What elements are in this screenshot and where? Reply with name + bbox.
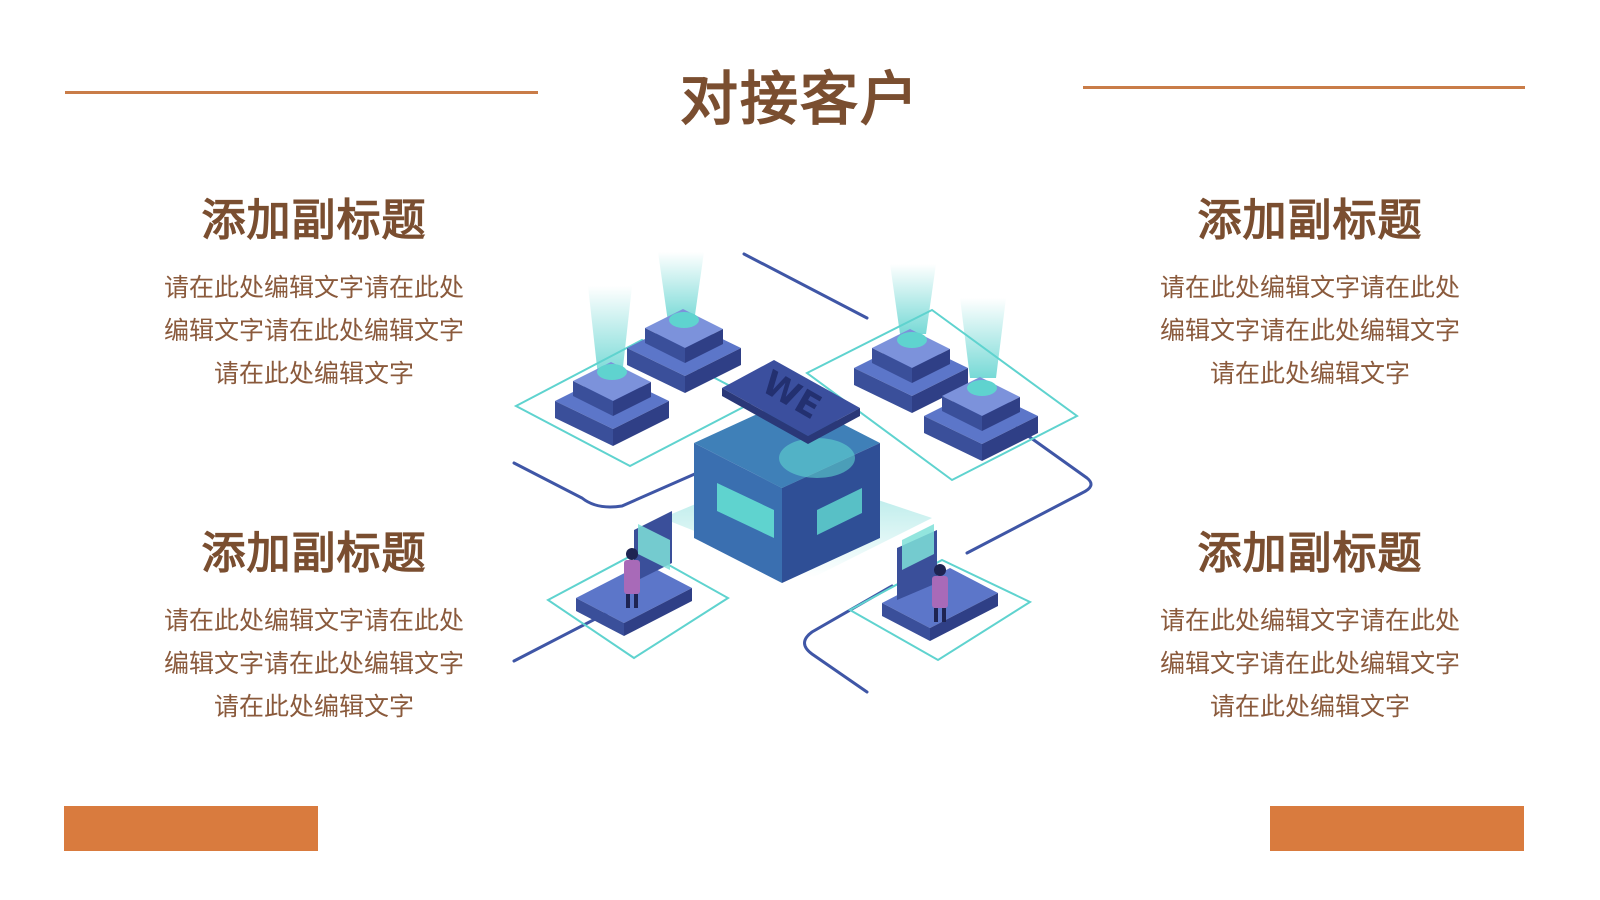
light-beams (588, 252, 1006, 378)
central-hub (694, 398, 880, 583)
body-text-top-left: 请在此处编辑文字请在此处 编辑文字请在此处编辑文字 请在此处编辑文字 (163, 273, 464, 388)
text-block-top-left: 添加副标题 请在此处编辑文字请在此处 编辑文字请在此处编辑文字 请在此处编辑文字 (114, 190, 514, 395)
subtitle-bottom-right: 添加副标题 (1197, 528, 1423, 579)
title-rule-right (1083, 86, 1525, 89)
footer-bar-left (64, 806, 318, 851)
subtitle-bottom-left: 添加副标题 (201, 528, 427, 579)
server-stack-left (555, 362, 669, 446)
body-text-bottom-left: 请在此处编辑文字请在此处 编辑文字请在此处编辑文字 请在此处编辑文字 (163, 606, 464, 721)
footer-bar-right (1270, 806, 1524, 851)
title-rule-left (65, 91, 538, 94)
server-stack-back-left (627, 309, 741, 393)
server-stack-back-right (854, 329, 968, 413)
subtitle-top-left: 添加副标题 (201, 195, 427, 246)
server-stack-right (924, 377, 1038, 461)
body-text-bottom-right: 请在此处编辑文字请在此处 编辑文字请在此处编辑文字 请在此处编辑文字 (1159, 606, 1460, 721)
text-block-top-right: 添加副标题 请在此处编辑文字请在此处 编辑文字请在此处编辑文字 请在此处编辑文字 (1110, 190, 1510, 395)
workstation-right (882, 524, 998, 641)
page-title: 对接客户 (679, 65, 920, 133)
text-block-bottom-right: 添加副标题 请在此处编辑文字请在此处 编辑文字请在此处编辑文字 请在此处编辑文字 (1110, 523, 1510, 728)
subtitle-top-right: 添加副标题 (1197, 195, 1423, 246)
hub-label-card: WE (722, 360, 860, 444)
body-text-top-right: 请在此处编辑文字请在此处 编辑文字请在此处编辑文字 请在此处编辑文字 (1159, 273, 1460, 388)
workstation-left (576, 511, 692, 636)
network-hub-illustration: WE (512, 252, 1093, 694)
text-block-bottom-left: 添加副标题 请在此处编辑文字请在此处 编辑文字请在此处编辑文字 请在此处编辑文字 (114, 523, 514, 728)
